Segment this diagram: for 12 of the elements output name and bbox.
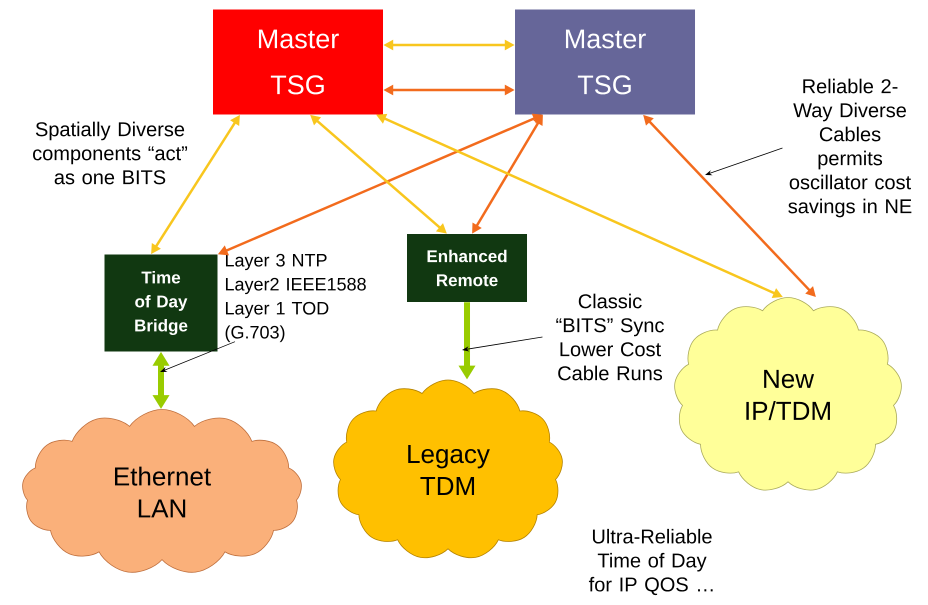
tsg-box: Master TSG — [213, 10, 383, 114]
annotation-text: Layer 3 NTP Layer2 IEEE1588 Layer 1 TOD (G.703) — [226, 254, 366, 342]
network-cloud: Legacy TDM — [333, 380, 563, 558]
annotation-text: Classic “BITS” Sync Lower Cost Cable Runs — [556, 294, 664, 380]
note-text: Ultra-Reliable Time of Day for IP QOS … — [588, 528, 713, 596]
network-cloud: Ethernet LAN — [22, 409, 302, 573]
note-text: Spatially Diverse components “act” as one BITS — [33, 122, 188, 184]
device-box: Enhanced Remote — [407, 234, 527, 302]
network-cloud: New IP/TDM — [674, 297, 902, 491]
tsg-box: Master TSG — [515, 10, 695, 114]
device-box: Time of Day Bridge — [104, 254, 218, 352]
annotation-text: Reliable 2-Way Diverse Cables permits oscillator cost savings in NE — [788, 78, 912, 218]
